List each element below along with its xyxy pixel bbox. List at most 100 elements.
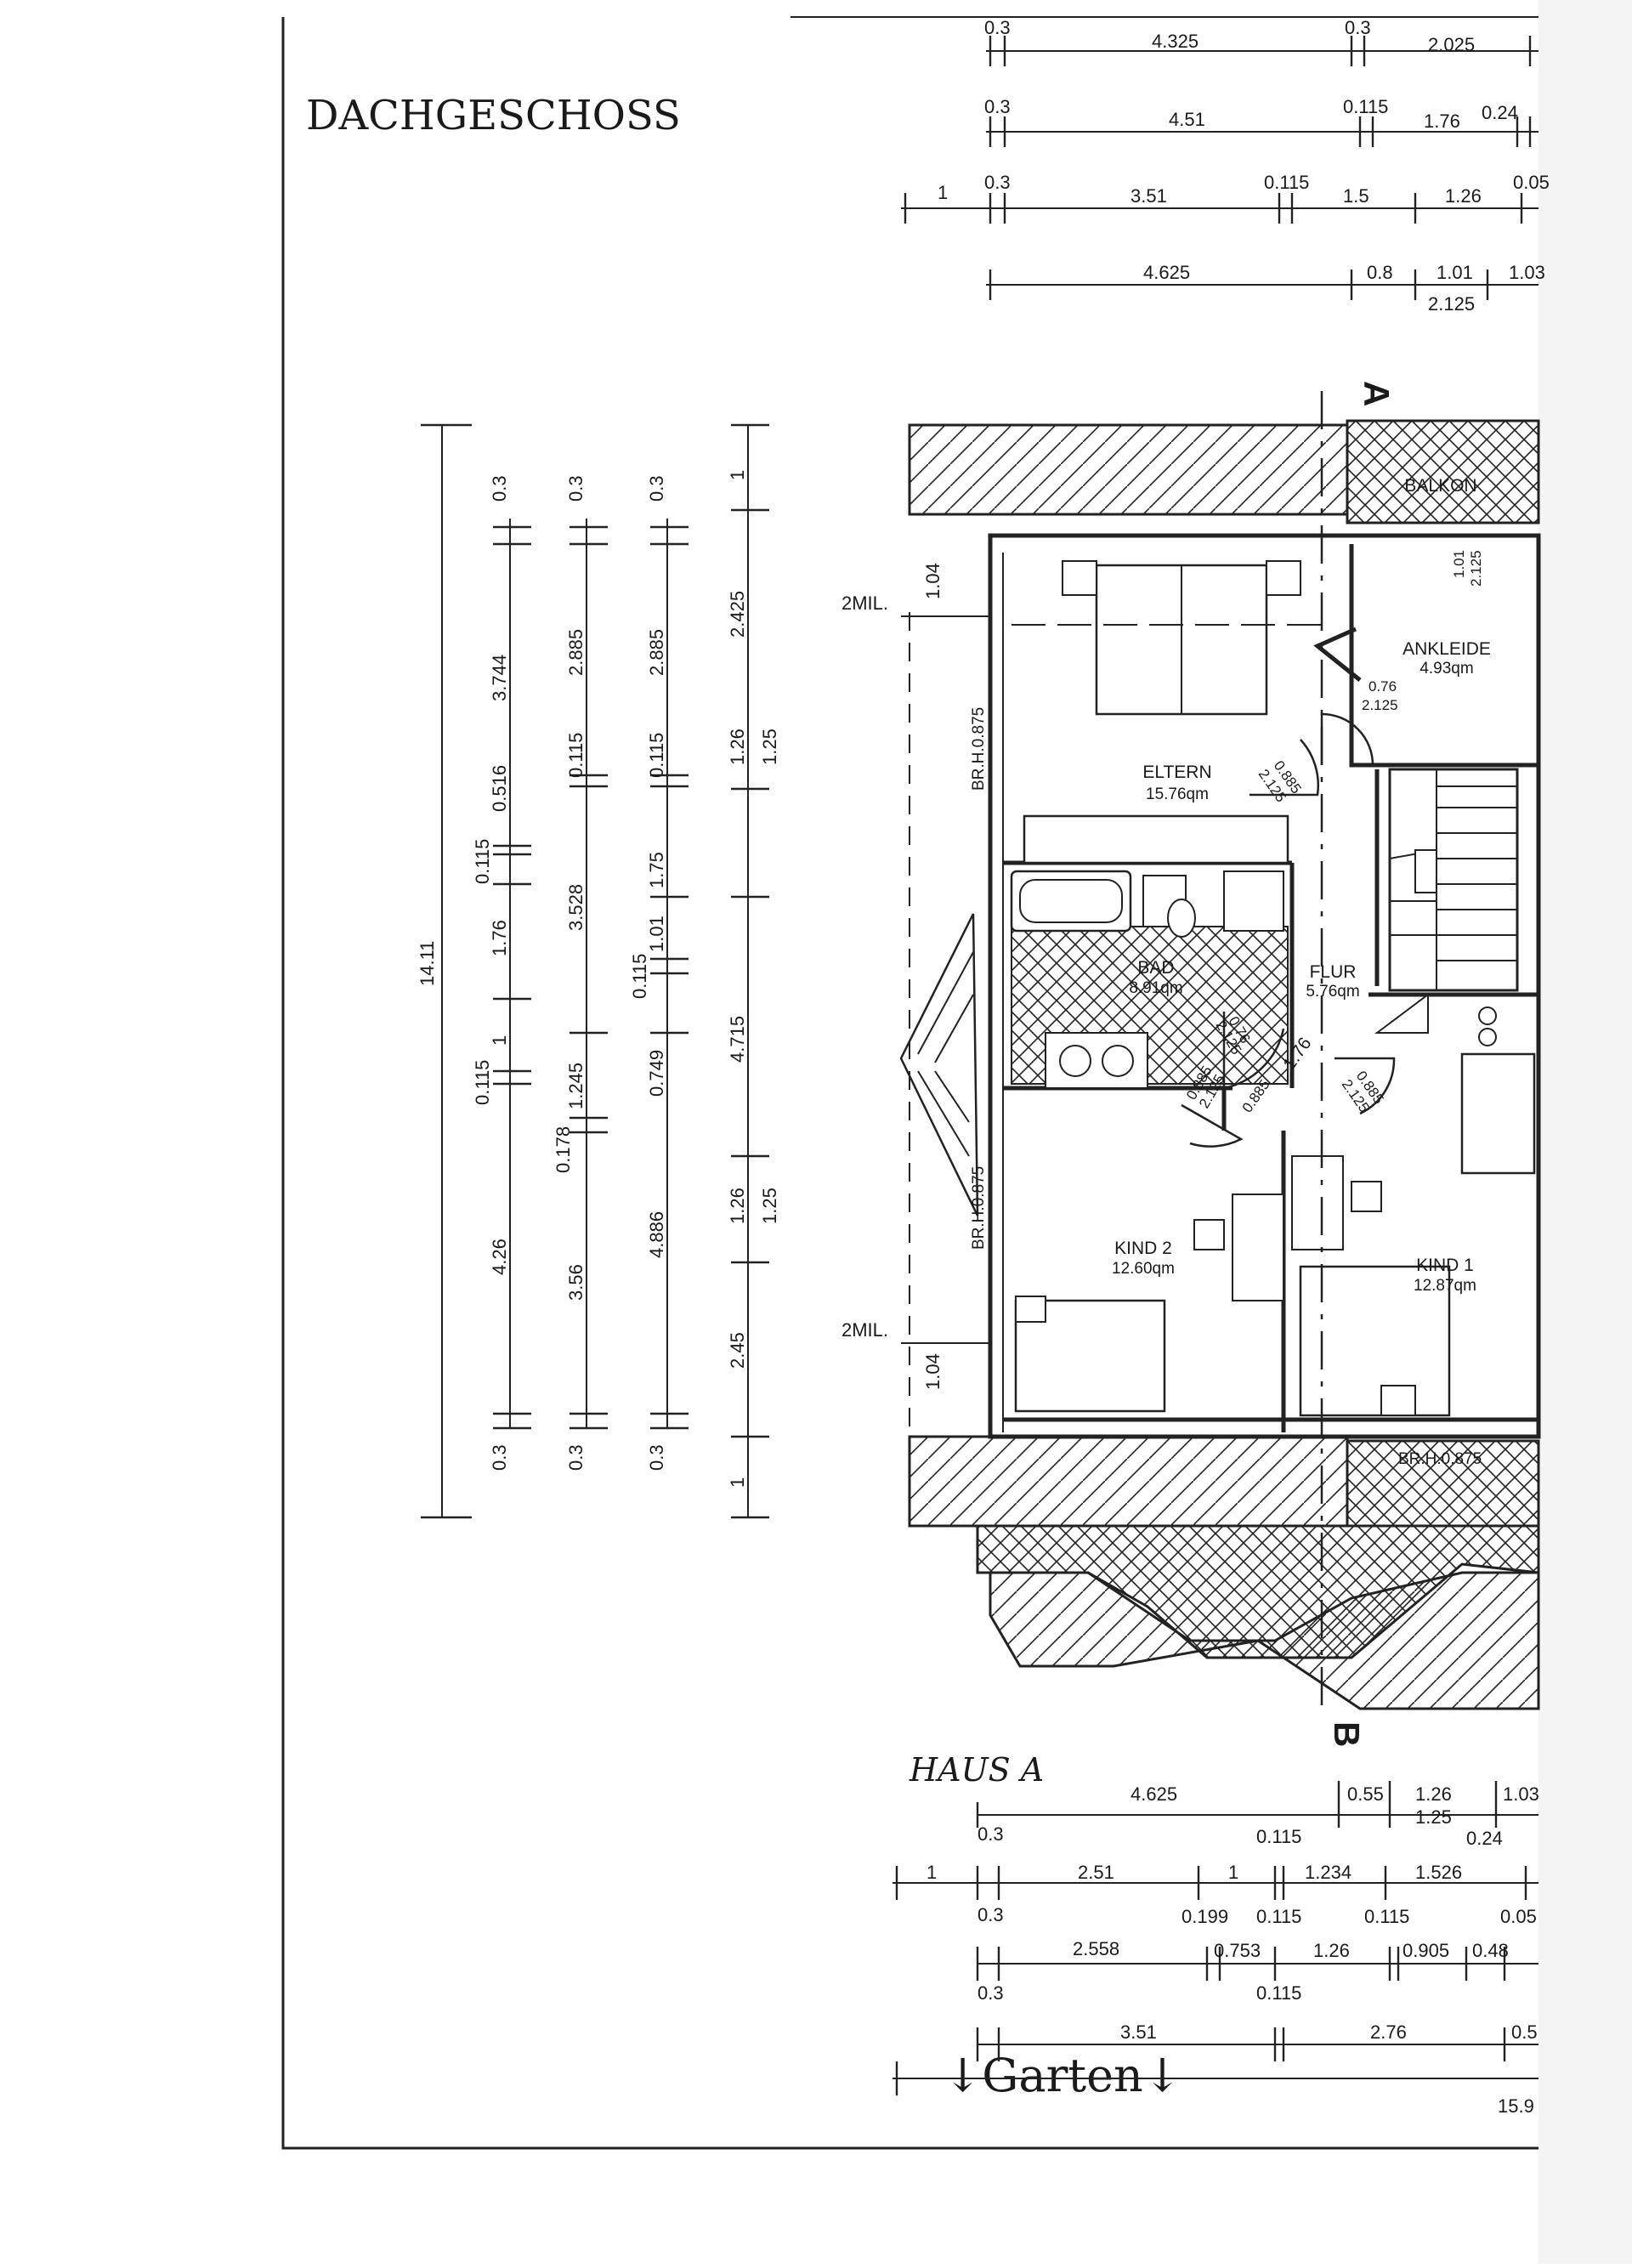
dim-bot-4: 1.25 [1415, 1806, 1452, 1828]
dim-top-21: 2.125 [1428, 293, 1475, 315]
gable-bay [899, 913, 979, 1216]
dim-bot-17: 0.115 [1364, 1906, 1409, 1927]
dim-c3-6: 1.01 [646, 916, 667, 952]
dim-c1-2: 3.744 [489, 655, 510, 701]
dim-top-7: 0.115 [1343, 96, 1388, 117]
room-eltern-name: ELTERN [1142, 763, 1211, 782]
dim-top-4: 2.025 [1428, 34, 1475, 55]
pipe-2 [1478, 1028, 1497, 1046]
dim-top-10: 1 [938, 182, 948, 203]
left-dimension-lines [421, 423, 769, 1519]
exterior-walls [988, 533, 1541, 1439]
room-kind2-name: KIND 2 [1114, 1239, 1172, 1258]
dim-c2-7: 3.56 [565, 1264, 586, 1301]
dim-c1-5: 1.76 [489, 920, 510, 956]
dim-bot-23: 0.48 [1472, 1940, 1509, 1961]
roof-tiles-bottom [989, 1571, 1540, 1710]
note-mil-1: 2MIL. [842, 593, 888, 614]
dim-c4-2: 2.425 [727, 591, 748, 638]
dim-c2-5: 1.245 [565, 1063, 586, 1109]
note-br-1: BR.H.0.875 [970, 707, 988, 791]
wardrobe-eltern [1023, 814, 1289, 865]
nightstand-right [1266, 560, 1301, 596]
dim-c3-7: 0.749 [646, 1050, 667, 1097]
roof-eave-top [908, 423, 1349, 516]
dim-bot-28: 0.5 [1511, 2021, 1538, 2043]
dim-c4-9: 1 [727, 1477, 748, 1488]
dim-top-18: 0.8 [1367, 262, 1393, 283]
room-eltern-area: 15.76qm [1146, 785, 1209, 803]
dim-c4-8: 2.45 [727, 1332, 748, 1369]
room-bad-area: 8.91qm [1129, 979, 1182, 997]
section-label-a: A [1357, 381, 1397, 406]
dim-bot-2: 0.55 [1347, 1783, 1384, 1805]
desk-kind2-icon [1232, 1194, 1284, 1301]
dim-bot-8: 0.24 [1466, 1828, 1503, 1849]
room-kind1-area: 12.87qm [1414, 1277, 1476, 1295]
desk-kind1-icon [1291, 1155, 1344, 1250]
sheet-title: DACHGESCHOSS [306, 92, 681, 139]
dim-c1-8: 4.26 [489, 1239, 510, 1275]
dim-c2-1: 0.3 [565, 475, 586, 502]
dim-c4-7: 1.25 [759, 1188, 780, 1224]
room-labels: ELTERN 15.76qm ANKLEIDE 4.93qm BAD 8.91q… [1112, 476, 1491, 1295]
dim-top-13: 0.115 [1264, 172, 1309, 193]
dim-bot-6: 0.3 [978, 1823, 1004, 1845]
room-bad-name: BAD [1137, 958, 1174, 978]
dim-bot-18: 0.05 [1500, 1906, 1537, 1927]
dim-c4-5: 4.715 [727, 1016, 748, 1063]
stair-treads [1389, 769, 1517, 990]
dim-top-1: 0.3 [984, 17, 1011, 38]
dim-bot-22: 0.905 [1402, 1940, 1449, 1961]
pipe-1 [1478, 1006, 1497, 1025]
dim-bot-5: 1.03 [1503, 1783, 1539, 1805]
dim-top-14: 1.5 [1343, 185, 1369, 207]
dim-bot-14: 0.3 [978, 1904, 1004, 1925]
drawing-frame [281, 17, 1538, 2150]
dim-bot-27: 2.76 [1370, 2021, 1407, 2043]
room-ankleide-area: 4.93qm [1420, 660, 1473, 678]
terrace-bottom [1346, 1439, 1540, 1528]
note-w-1: 1.04 [922, 563, 944, 599]
dim-left-total: 14.11 [416, 941, 438, 986]
room-kind1-name: KIND 1 [1416, 1256, 1474, 1275]
dim-c3-5: 0.115 [629, 954, 650, 999]
balcony [1346, 419, 1540, 524]
section-label-b: B [1327, 1721, 1367, 1747]
dim-c1-7: 0.115 [472, 1060, 493, 1105]
sink-right [1102, 1045, 1134, 1077]
dim-top-2: 4.325 [1152, 31, 1198, 52]
dim-bot-21: 1.26 [1313, 1940, 1350, 1961]
dim-top-8: 1.76 [1424, 111, 1460, 132]
dim-bot-12: 1.234 [1305, 1862, 1352, 1883]
dim-bot-16: 0.115 [1256, 1906, 1301, 1927]
dim-c3-1: 0.3 [646, 475, 667, 502]
door-swings [1181, 712, 1396, 1148]
dim-c2-8: 0.3 [565, 1444, 586, 1471]
staircase-icon [1388, 768, 1519, 992]
dim-c1-4: 0.115 [472, 839, 493, 884]
room-balkon-name: BALKON [1404, 476, 1476, 496]
sink-left [1059, 1045, 1091, 1077]
dim-bot-7: 0.115 [1256, 1826, 1301, 1847]
dim-top-3: 0.3 [1345, 17, 1371, 38]
dim-c4-6: 1.26 [727, 1188, 748, 1224]
dim-top-20: 1.03 [1509, 262, 1545, 283]
gable-hatch [917, 951, 974, 1157]
dim-c2-2: 2.885 [565, 629, 586, 676]
dim-bot-24: 0.3 [978, 1982, 1004, 2004]
door-note-11: 1.01 [1451, 550, 1467, 578]
dim-c1-6: 1 [489, 1035, 510, 1046]
dim-c1-3: 0.516 [489, 765, 510, 812]
dim-c2-4: 3.528 [565, 884, 586, 931]
room-flur-name: FLUR [1310, 962, 1357, 982]
dim-top-12: 3.51 [1130, 185, 1167, 207]
top-dimension-lines [901, 36, 1538, 300]
dim-top-16: 0.05 [1513, 172, 1550, 193]
dim-bot-11: 1 [1228, 1862, 1238, 1883]
double-sink-icon [1045, 1032, 1148, 1089]
door-note-12: 2.125 [1468, 550, 1484, 587]
dim-c4-4: 1.25 [759, 729, 780, 765]
